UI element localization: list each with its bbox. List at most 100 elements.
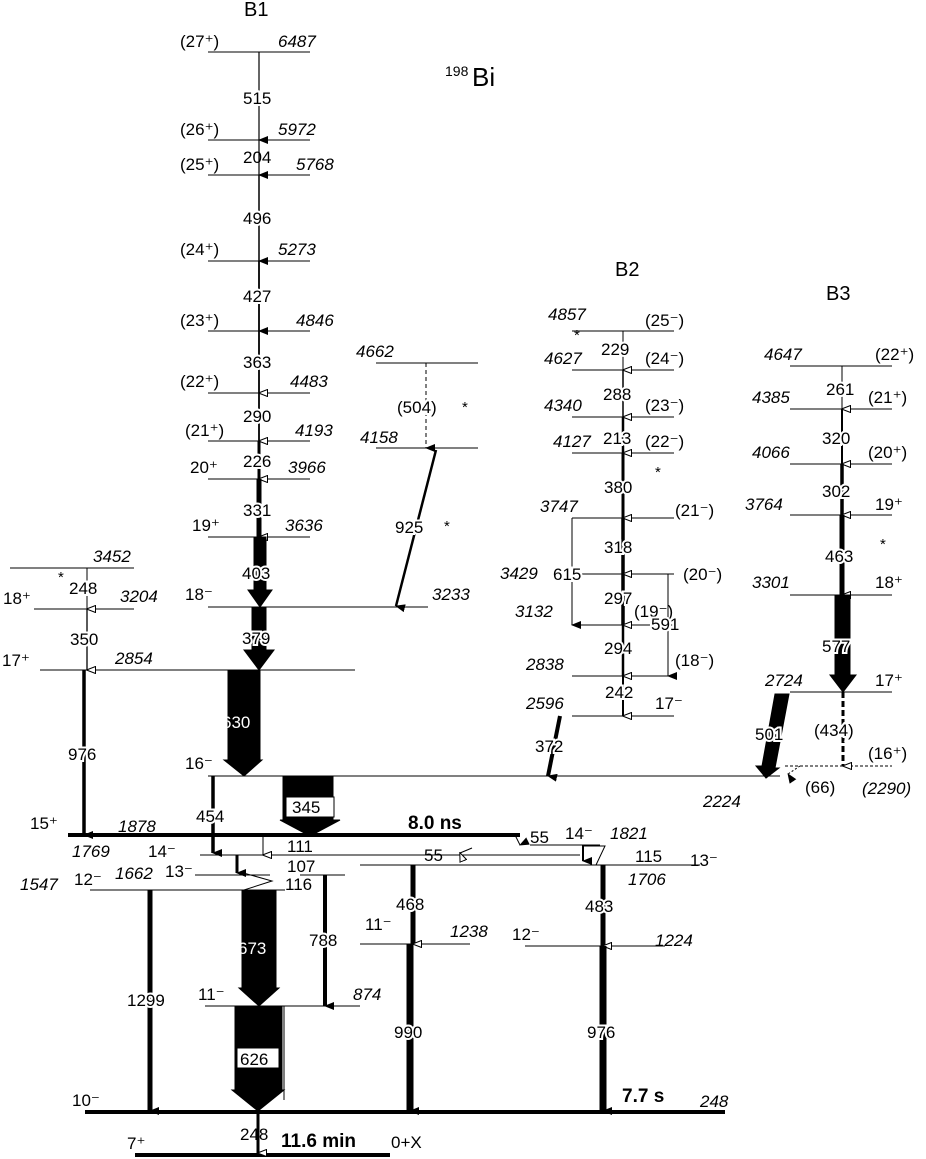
spin-label: 7⁺ bbox=[127, 1134, 145, 1153]
spin-label: (23⁺) bbox=[180, 311, 219, 330]
spin-label: (25⁻) bbox=[645, 311, 684, 330]
gamma-label: 248 bbox=[69, 579, 97, 598]
gamma-label: 976 bbox=[587, 1023, 615, 1042]
gamma-label: 290 bbox=[243, 407, 271, 426]
gamma-label: (66) bbox=[805, 778, 835, 797]
transition-band bbox=[754, 693, 790, 779]
spin-label: (24⁻) bbox=[645, 349, 684, 368]
gamma-label: (504) bbox=[397, 398, 437, 417]
energy-label: 3429 bbox=[500, 564, 538, 583]
gamma-label: 363 bbox=[243, 353, 271, 372]
energy-label: 4066 bbox=[752, 443, 790, 462]
gamma-label: 380 bbox=[604, 478, 632, 497]
spin-label: 11⁻ bbox=[198, 985, 225, 1004]
gamma-label: 925 bbox=[395, 518, 423, 537]
transition-band bbox=[828, 594, 858, 693]
transition-arrow bbox=[546, 715, 562, 782]
energy-label: 4340 bbox=[544, 396, 582, 415]
gamma-label: 111 bbox=[287, 837, 313, 856]
energy-label: 1706 bbox=[628, 870, 666, 889]
spin-label: 17⁺ bbox=[2, 651, 30, 670]
gamma-label: 288 bbox=[603, 385, 631, 404]
gamma-label: 615 bbox=[553, 565, 581, 584]
energy-label: 248 bbox=[699, 1092, 729, 1111]
gamma-label: 115 bbox=[635, 847, 662, 866]
energy-label: 1238 bbox=[450, 922, 488, 941]
band-label-b3: B3 bbox=[826, 283, 850, 305]
energy-label: 1662 bbox=[115, 864, 153, 883]
energy-label: 1821 bbox=[610, 824, 648, 843]
gamma-label: 626 bbox=[240, 1050, 268, 1069]
energy-label: 4846 bbox=[296, 311, 334, 330]
element-symbol: Bi bbox=[472, 62, 495, 92]
energy-label: 1224 bbox=[655, 931, 693, 950]
energy-label: 4385 bbox=[752, 388, 790, 407]
transition-arrow bbox=[239, 871, 274, 891]
spin-label: 18⁺ bbox=[3, 589, 31, 608]
energy-label: 3764 bbox=[745, 495, 783, 514]
energy-label: (2290) bbox=[862, 779, 911, 798]
gamma-label: 483 bbox=[585, 897, 613, 916]
energy-label: 4627 bbox=[544, 349, 582, 368]
band-label-b1: B1 bbox=[244, 0, 268, 21]
gamma-label: 403 bbox=[242, 564, 270, 583]
spin-label: (21⁺) bbox=[868, 388, 907, 407]
gamma-label: 577 bbox=[822, 637, 850, 656]
gamma-label: 788 bbox=[309, 931, 337, 950]
spin-label: 13⁻ bbox=[165, 862, 193, 881]
gamma-label: 213 bbox=[603, 429, 631, 448]
new-marker: * bbox=[444, 518, 450, 535]
spin-label: (16⁺) bbox=[868, 744, 907, 763]
spin-label: 16⁻ bbox=[185, 754, 213, 773]
gamma-label: 673 bbox=[238, 939, 266, 958]
gamma-label: 990 bbox=[394, 1023, 422, 1042]
gamma-label: 242 bbox=[605, 683, 633, 702]
new-marker: * bbox=[880, 536, 886, 553]
spin-label: 13⁻ bbox=[690, 851, 718, 870]
gamma-label: 379 bbox=[242, 629, 270, 648]
transition-arrow bbox=[394, 449, 438, 613]
energy-label: 5273 bbox=[278, 240, 316, 259]
gamma-label: 331 bbox=[243, 501, 271, 520]
spin-label: 14⁻ bbox=[565, 824, 593, 843]
gamma-label: 261 bbox=[826, 380, 854, 399]
energy-label: 2854 bbox=[114, 649, 153, 668]
gamma-label: 302 bbox=[822, 482, 850, 501]
transition-arrow bbox=[787, 765, 801, 784]
gamma-label: 463 bbox=[825, 547, 853, 566]
mass-number: 198 bbox=[445, 63, 469, 79]
energy-label: 6487 bbox=[278, 32, 316, 51]
gamma-label: 116 bbox=[285, 875, 312, 894]
gamma-label: 427 bbox=[243, 287, 271, 306]
spin-label: (20⁺) bbox=[868, 443, 907, 462]
energy-label: 874 bbox=[353, 985, 381, 1004]
gamma-label: 55 bbox=[424, 846, 443, 865]
energy-label: 1769 bbox=[72, 842, 110, 861]
gamma-label: 320 bbox=[822, 429, 850, 448]
energy-label: 4647 bbox=[764, 345, 802, 364]
gamma-label: 294 bbox=[604, 639, 632, 658]
new-marker: * bbox=[655, 464, 661, 481]
half-life-label: 8.0 ns bbox=[408, 813, 462, 834]
transitions bbox=[82, 52, 858, 1153]
spin-label: 12⁻ bbox=[74, 870, 102, 889]
gamma-label: 454 bbox=[196, 807, 224, 826]
energy-label: 5972 bbox=[278, 120, 316, 139]
energy-label: 3747 bbox=[540, 497, 578, 516]
energy-label: 1878 bbox=[118, 817, 156, 836]
energy-label: 3132 bbox=[515, 602, 553, 621]
energy-label: 2838 bbox=[525, 655, 564, 674]
transition-band bbox=[247, 536, 273, 608]
gamma-label: (434) bbox=[814, 721, 854, 740]
energy-label: 5768 bbox=[296, 155, 334, 174]
gamma-label: 976 bbox=[68, 745, 96, 764]
energy-label: 3233 bbox=[432, 585, 470, 604]
energy-label: 3204 bbox=[120, 587, 158, 606]
new-marker: * bbox=[462, 399, 468, 416]
gamma-label: 248 bbox=[240, 1125, 268, 1144]
energy-label: 3966 bbox=[288, 458, 326, 477]
transition-arrow bbox=[584, 845, 606, 866]
gamma-label: 318 bbox=[604, 538, 632, 557]
label-box bbox=[236, 1047, 280, 1069]
spin-label: (18⁻) bbox=[675, 651, 714, 670]
